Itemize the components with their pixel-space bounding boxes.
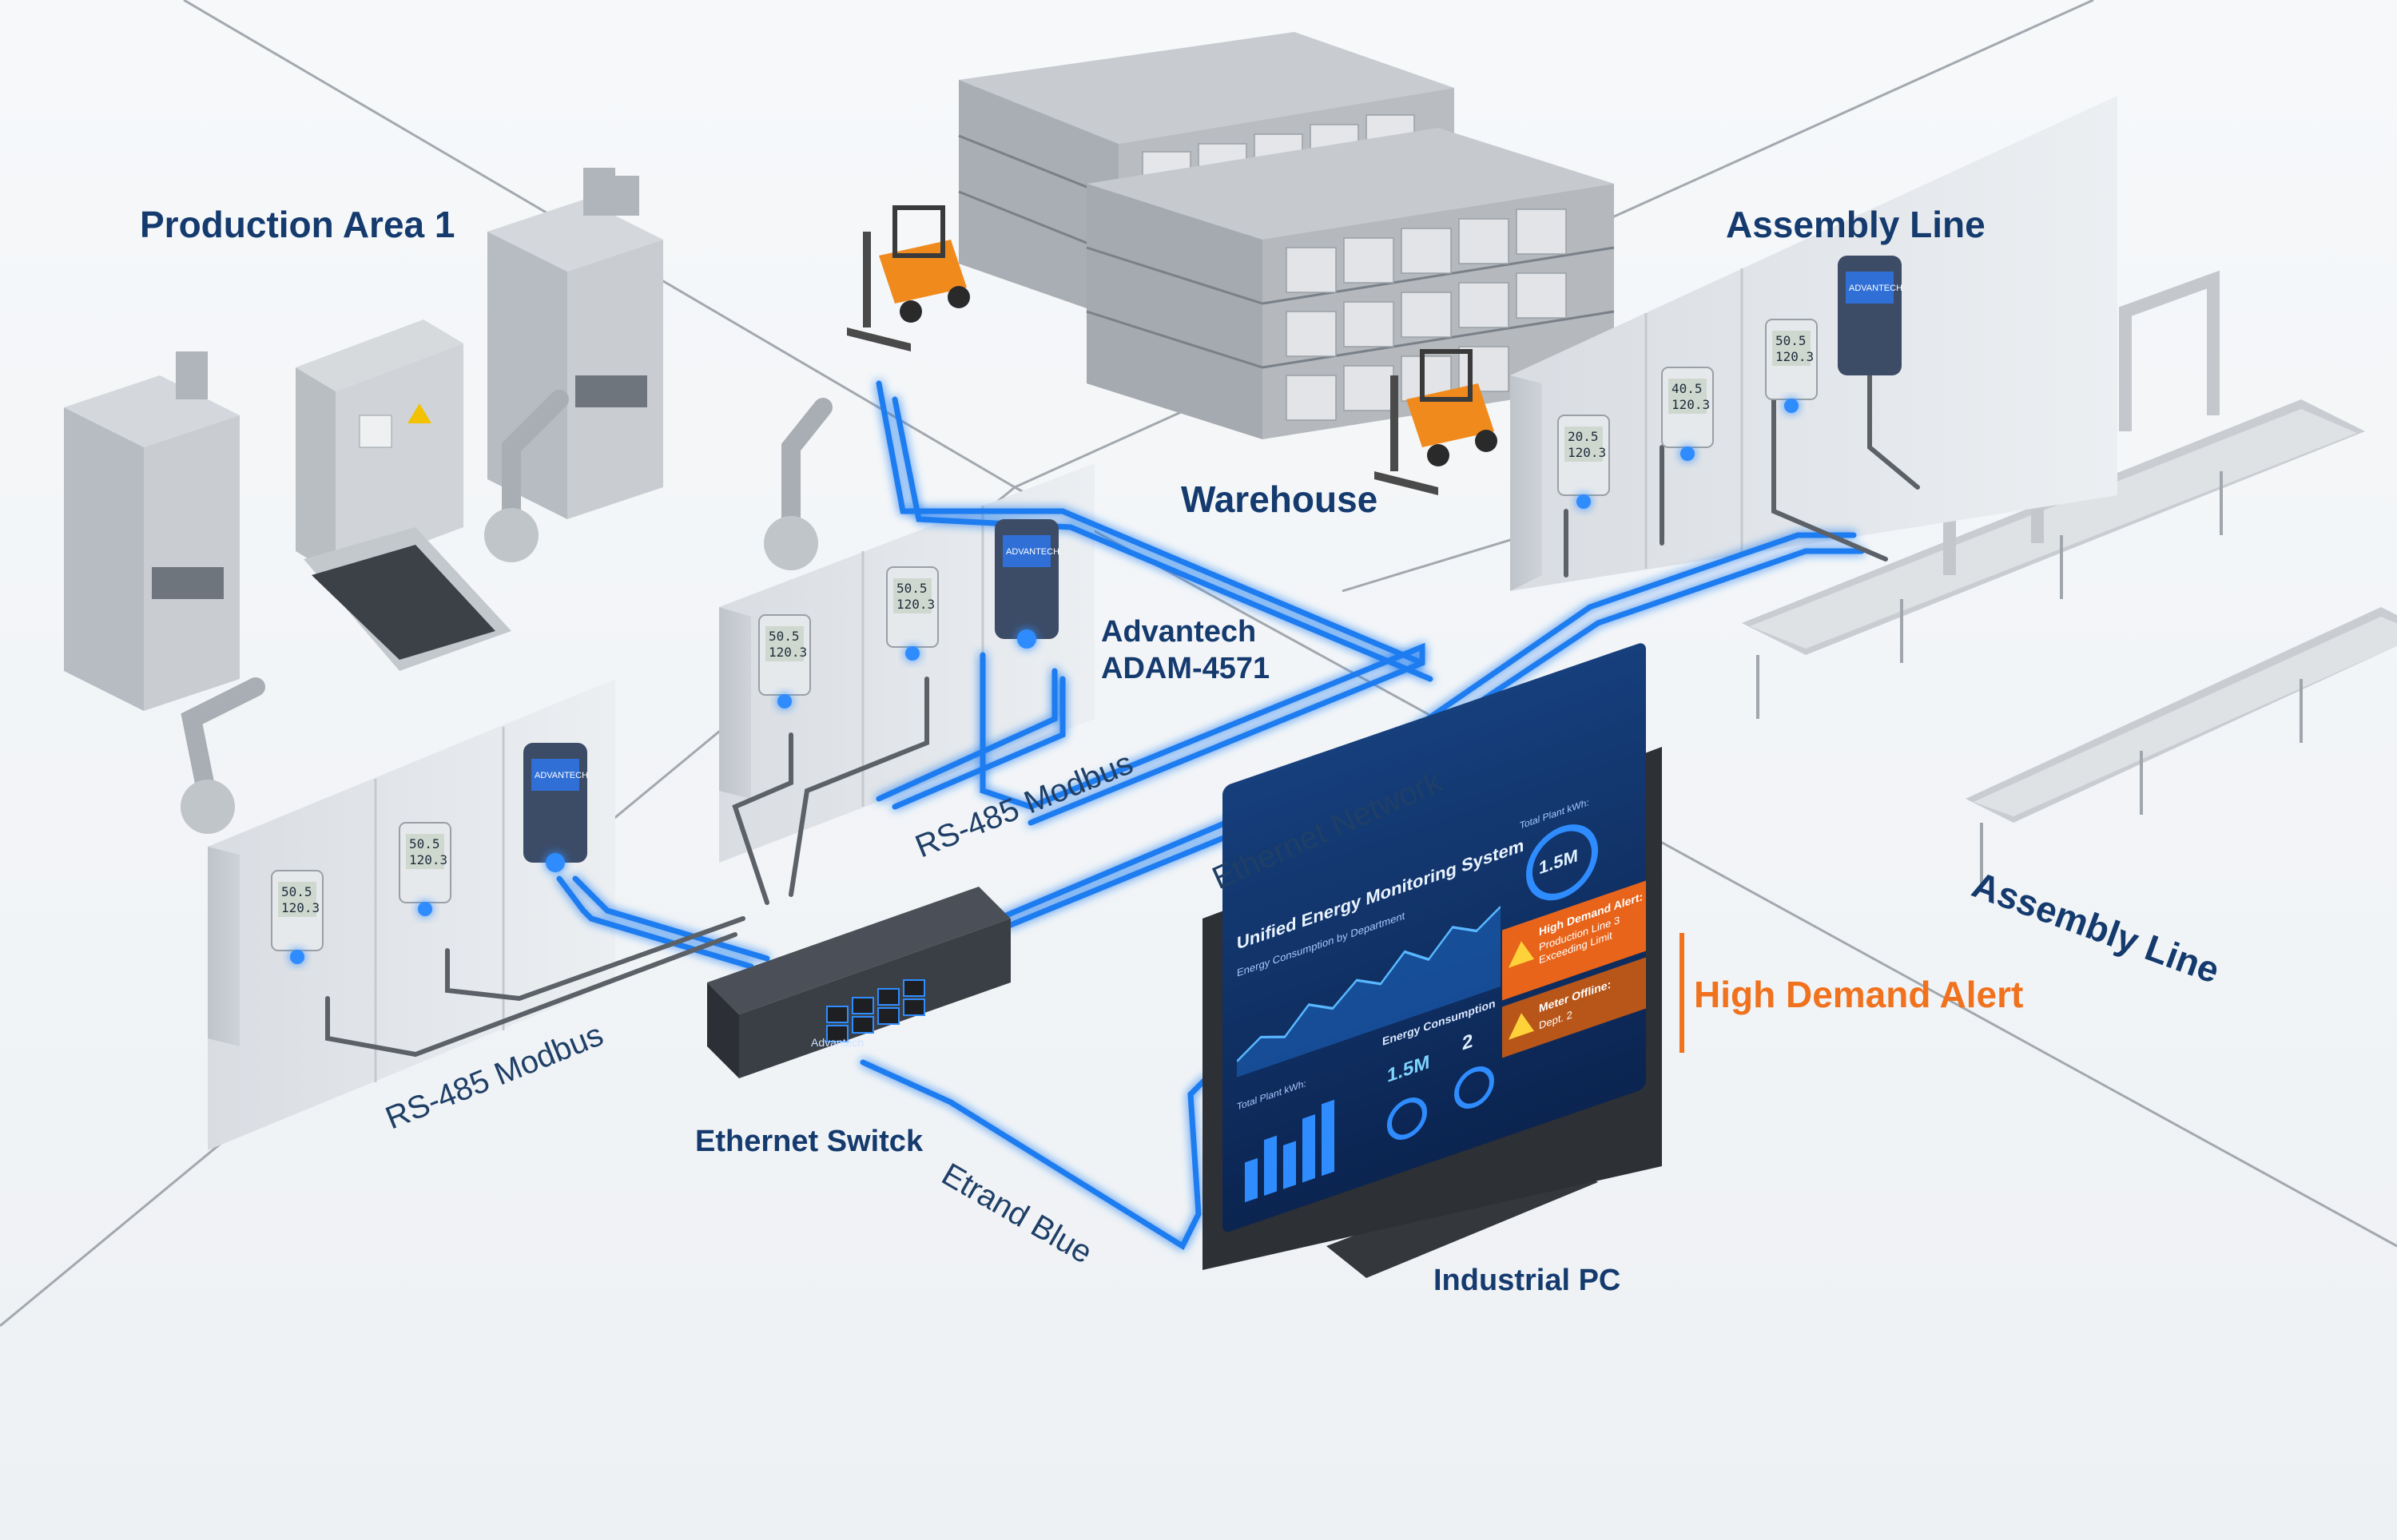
status-led — [418, 902, 432, 916]
meter-reading-line2: 120.3 — [1672, 397, 1710, 412]
adam-brand-text: ADVANTECH — [535, 771, 588, 780]
device-label-adam: Advantech ADAM-4571 — [1101, 613, 1270, 687]
meter-reading-line2: 120.3 — [409, 852, 447, 867]
assembly-conveyors — [1742, 270, 2397, 887]
status-led — [290, 950, 304, 964]
adam-module: ADVANTECH — [1838, 256, 1902, 375]
meter-reading-line2: 120.3 — [1568, 445, 1606, 460]
meter-reading-line2: 120.3 — [1775, 349, 1814, 364]
adam-label-line2: ADAM-4571 — [1101, 652, 1270, 685]
adam-brand-text: ADVANTECH — [1849, 284, 1902, 293]
meter-reading-line1: 50.5 — [281, 884, 312, 899]
meter-reading-line2: 120.3 — [769, 645, 807, 660]
forklift-icon — [847, 205, 970, 351]
status-led — [777, 694, 792, 708]
area-chart — [1237, 906, 1501, 1078]
meter-reading-line1: 50.5 — [409, 836, 440, 851]
warning-icon — [1509, 936, 1534, 968]
meter-reading-line1: 50.5 — [769, 629, 800, 644]
robot-arm-icon — [764, 516, 818, 570]
high-demand-alert-callout: High Demand Alert — [1694, 974, 2024, 1015]
device-label-industrial-pc: Industrial PC — [1433, 1264, 1621, 1297]
bar-chart — [1245, 1099, 1334, 1203]
meter-reading-line2: 120.3 — [896, 597, 935, 612]
status-led — [905, 646, 920, 661]
device-label-ethernet-switch: Ethernet Switck — [695, 1125, 924, 1158]
meter-reading-line2: 120.3 — [281, 900, 320, 915]
zone-label-warehouse: Warehouse — [1181, 478, 1378, 520]
robot-arm-icon — [484, 508, 539, 562]
rs485-cables — [325, 365, 1920, 1058]
meter-reading-line1: 50.5 — [1775, 333, 1807, 348]
meter-wall-front — [208, 679, 615, 1150]
monitor-screen: Unified Energy Monitoring System Energy … — [1222, 641, 1646, 1234]
adam-module: ADVANTECH — [995, 519, 1059, 649]
alert-callout-bracket — [1679, 933, 1684, 1053]
status-led — [1576, 494, 1591, 509]
forklift-icon — [1374, 349, 1497, 495]
meter-reading-line1: 40.5 — [1672, 381, 1703, 396]
warning-icon — [1509, 1008, 1534, 1040]
zone-label-assembly-line: Assembly Line — [1726, 204, 1986, 245]
ethernet-switch: Advantech — [707, 887, 1011, 1078]
meter-reading-line1: 50.5 — [896, 581, 928, 596]
meter-reading-line1: 20.5 — [1568, 429, 1599, 444]
zone-label-production-area: Production Area 1 — [140, 204, 455, 245]
adam-label-line1: Advantech — [1101, 615, 1257, 649]
adam-module: ADVANTECH — [523, 743, 588, 872]
status-led — [1680, 447, 1695, 461]
ec-count-value: 2 — [1462, 1030, 1473, 1055]
production-machines — [64, 168, 833, 834]
energy-meters: 50.5120.350.5120.350.5120.350.5120.320.5… — [271, 319, 1818, 964]
switch-brand-text: Advantech — [811, 1036, 864, 1049]
adam-brand-text: ADVANTECH — [1006, 547, 1059, 557]
status-led — [1784, 399, 1799, 413]
robot-arm-icon — [181, 780, 235, 834]
